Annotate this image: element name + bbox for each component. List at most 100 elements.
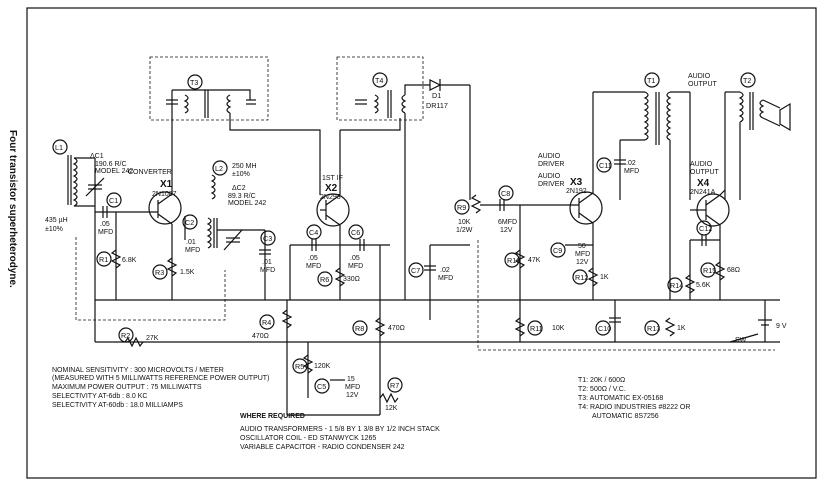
c5-unit: MFD — [345, 384, 360, 391]
t3-transformer — [166, 89, 321, 195]
r11-label: R11 — [530, 324, 543, 333]
x2-type: 2N293 — [320, 194, 341, 201]
c1-val: .05 — [100, 221, 110, 228]
t3-tag — [187, 74, 203, 90]
x4-type: 2N241A — [690, 189, 716, 196]
r15-zigzag — [714, 261, 726, 281]
c11-unit: MFD — [624, 168, 639, 175]
r6-val: 330Ω — [343, 276, 360, 283]
c5-tag — [314, 378, 330, 394]
l1-val-a: 435 µH — [45, 217, 68, 224]
r4-tag — [259, 314, 275, 330]
r13-val: 1K — [677, 325, 686, 332]
r12-tag — [572, 269, 588, 285]
r13-tag — [644, 320, 660, 336]
where-line-2: OSCILLATOR COIL - ED STANWYCK 1265 — [240, 435, 376, 442]
c4-unit: MFD — [306, 263, 321, 270]
r7-val: 12K — [385, 405, 398, 412]
r8-zigzag — [374, 317, 386, 337]
dc1-b: 190.6 R/C — [95, 161, 127, 168]
t1-transformer — [593, 91, 691, 300]
tspec-3: T3: AUTOMATIC EX-05168 — [578, 395, 663, 402]
c5-label: C5 — [317, 382, 326, 391]
r1-label: R1 — [99, 255, 108, 264]
l2-val-a: 250 MH — [232, 163, 257, 170]
l1-label: L1 — [55, 143, 63, 152]
c8-label: C8 — [501, 189, 510, 198]
r9-label: R9 — [457, 203, 466, 212]
dc1-a: ΔC1 — [90, 153, 104, 160]
dr117-label: DR117 — [426, 101, 448, 110]
x1-role: CONVERTER — [128, 169, 172, 176]
r9-val-a: 10K — [458, 219, 471, 226]
c9-unit: MFD — [575, 251, 590, 258]
osc-coil — [206, 217, 212, 249]
x1-emitter — [157, 213, 173, 225]
audio-output-a: AUDIO — [688, 73, 711, 80]
c7-label: C7 — [411, 266, 420, 275]
c1-unit: MFD — [98, 229, 113, 236]
switch-icon — [729, 333, 759, 343]
c12-tag — [696, 220, 712, 236]
where-line-1: AUDIO TRANSFORMERS - 1 5/8 BY 1 3/8 BY 1… — [240, 426, 440, 433]
speaker-icon — [779, 102, 791, 132]
x2-collector — [325, 194, 341, 206]
r12-label: R12 — [575, 273, 588, 282]
c6-val: .05 — [350, 255, 360, 262]
l2-label: L2 — [215, 164, 223, 173]
r14-val: 5.6K — [696, 282, 711, 289]
r8-val: 470Ω — [388, 325, 405, 332]
x1-transistor — [148, 191, 182, 225]
r2-label: R2 — [121, 331, 130, 340]
r15-label: R15 — [703, 266, 716, 275]
c5-val: 15 — [347, 376, 355, 383]
r1-zigzag — [110, 249, 122, 269]
r12-zigzag — [587, 267, 599, 287]
r15-val: 68Ω — [727, 267, 740, 274]
dc2-c: MODEL 242 — [228, 200, 266, 207]
r13-label: R13 — [647, 324, 660, 333]
r11-val: 10K — [552, 325, 565, 332]
x4-role-a: AUDIO — [690, 161, 713, 168]
c2-unit: MFD — [185, 247, 200, 254]
c2-label: C2 — [185, 218, 194, 227]
c9-tag — [550, 242, 566, 258]
x4-label: X4 — [697, 178, 710, 189]
c1-label: C1 — [109, 196, 118, 205]
r7-zigzag — [379, 392, 399, 404]
r8-tag — [352, 320, 368, 336]
x3-collector — [578, 192, 594, 204]
r4-label: R4 — [262, 318, 271, 327]
c4-label: C4 — [309, 228, 318, 237]
d1-label: D1 — [432, 91, 441, 100]
x2-label: X2 — [325, 183, 338, 194]
c8-v: 12V — [500, 227, 513, 234]
r4-val: 470Ω — [252, 333, 269, 340]
battery-label: 9 V — [776, 323, 787, 330]
where-required-heading: WHERE REQUIRED — [240, 413, 305, 420]
l2-coil — [210, 174, 216, 200]
l2-val-b: ±10% — [232, 171, 250, 178]
t2-tag — [740, 72, 756, 88]
t4-label: T4 — [375, 76, 383, 85]
r13-zigzag — [664, 317, 676, 337]
c11-val: .02 — [626, 160, 636, 167]
c6-label: C6 — [351, 228, 360, 237]
tspec-2: T2: 500Ω / V.C. — [578, 386, 626, 393]
r7-label: R7 — [390, 381, 399, 390]
border — [26, 7, 817, 479]
r6-zigzag — [334, 267, 346, 287]
where-line-3: VARIABLE CAPACITOR - RADIO CONDENSER 242 — [240, 444, 405, 451]
tspec-5: AUTOMATIC 8S7256 — [592, 413, 659, 420]
c3-tag — [260, 230, 276, 246]
t3-label: T3 — [190, 78, 198, 87]
x2-transistor — [316, 193, 350, 227]
dc2-b: 89.3 R/C — [228, 193, 256, 200]
r14-label: R14 — [670, 281, 683, 290]
l1-coil — [67, 155, 96, 240]
dc1-c: MODEL 242 — [95, 168, 133, 175]
c5-v: 12V — [346, 392, 359, 399]
specs-notes: NOMINAL SENSITIVITY : 300 MICROVOLTS / M… — [52, 367, 269, 409]
